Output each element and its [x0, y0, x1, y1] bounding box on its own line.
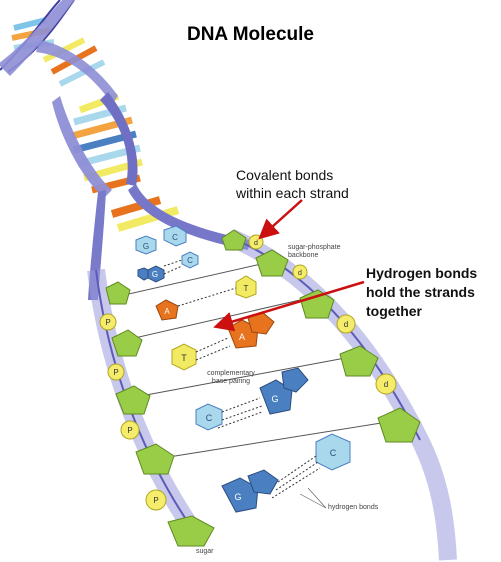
phosphate-circle: P	[120, 420, 140, 440]
left-strand: P P P P	[99, 281, 215, 547]
svg-text:d: d	[298, 270, 302, 277]
sugar-pentagon	[111, 329, 143, 357]
sugar-pentagon	[167, 515, 215, 547]
hydrogen-bonds-annotation: Hydrogen bonds hold the strands together	[366, 264, 496, 321]
pairing-label-line-1: complementary	[207, 370, 255, 377]
base-pair-ta: T A	[171, 311, 275, 371]
svg-text:A: A	[239, 332, 245, 342]
sugar-pentagon	[339, 345, 379, 377]
phosphate-circle: P	[145, 489, 167, 511]
sugar-label: sugar	[196, 548, 214, 555]
svg-text:P: P	[153, 496, 158, 505]
phosphate-circle: P	[107, 363, 125, 381]
svg-text:T: T	[181, 353, 187, 363]
hydrogen-line-1: Hydrogen bonds	[366, 265, 478, 281]
svg-text:P: P	[127, 426, 132, 435]
base-pair-rungs	[119, 261, 401, 461]
hydrogen-line-2: hold the strands	[366, 284, 475, 300]
svg-text:C: C	[330, 448, 337, 458]
sugar-pentagon	[377, 407, 421, 443]
right-strand: d d d d	[221, 229, 421, 443]
covalent-line-2: within each strand	[236, 185, 349, 201]
pairing-label-line-2: base pairing	[211, 378, 251, 385]
svg-text:T: T	[244, 284, 249, 293]
sugar-pentagon	[299, 289, 335, 319]
svg-text:G: G	[143, 242, 149, 251]
sugar-pentagon	[105, 281, 131, 305]
base-pair-gc-2: G C	[221, 433, 351, 513]
svg-text:d: d	[254, 240, 258, 247]
svg-text:d: d	[384, 380, 388, 389]
svg-text:P: P	[105, 318, 110, 327]
covalent-line-1: Covalent bonds	[236, 167, 334, 183]
covalent-arrow	[258, 199, 303, 240]
backbone-label-line-1: sugar-phosphate	[288, 244, 341, 251]
base-pair-cg-1: C G	[195, 367, 309, 431]
sugar-pentagon	[221, 229, 247, 251]
backbone-label: sugar-phosphate backbone	[288, 244, 358, 260]
svg-text:C: C	[206, 413, 213, 423]
hydrogen-line-3: together	[366, 303, 422, 319]
svg-text:C: C	[187, 256, 193, 265]
deoxyribose-circle: d	[248, 234, 264, 250]
svg-text:A: A	[164, 307, 170, 316]
phosphate-circle: P	[99, 313, 117, 331]
deoxyribose-circle: d	[336, 314, 356, 334]
base-pair-at: A T	[155, 275, 257, 321]
svg-text:G: G	[234, 492, 241, 502]
base-pair-gc-1: G C	[137, 251, 199, 283]
sugar-pentagon	[115, 385, 151, 415]
deoxyribose-circle: d	[292, 264, 308, 280]
sugar-pentagon	[135, 443, 175, 475]
pairing-label: complementary base pairing	[196, 370, 266, 386]
sugar-pentagon	[255, 249, 289, 277]
backbone-label-line-2: backbone	[288, 252, 319, 259]
covalent-bonds-annotation: Covalent bonds within each strand	[236, 166, 396, 202]
svg-text:d: d	[344, 320, 348, 329]
page-title: DNA Molecule	[186, 24, 315, 45]
svg-text:C: C	[172, 233, 178, 242]
svg-text:P: P	[113, 368, 118, 377]
svg-text:G: G	[152, 270, 158, 279]
hydrogen-bonds-label: hydrogen bonds	[328, 504, 379, 511]
base-pair-gc-helix: G C	[135, 225, 187, 255]
svg-text:G: G	[271, 394, 278, 404]
hydrogen-arrow	[213, 280, 365, 332]
deoxyribose-circle: d	[375, 373, 397, 395]
